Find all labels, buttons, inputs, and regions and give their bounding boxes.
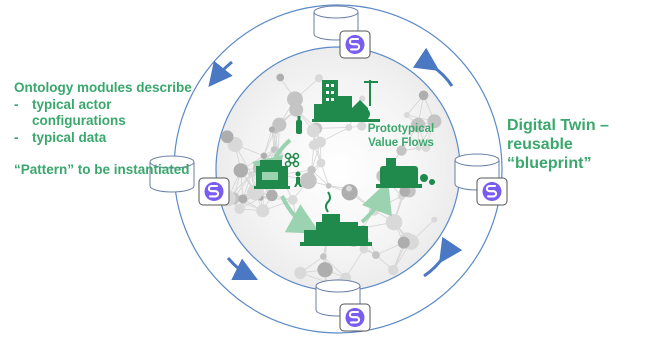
network-node — [415, 145, 422, 151]
s-logo-badge-icon — [339, 303, 371, 332]
network-node — [248, 171, 255, 178]
database-cylinder-icon — [149, 155, 195, 193]
network-node — [289, 102, 304, 117]
network-node — [403, 112, 410, 119]
network-node — [399, 186, 411, 197]
database-left — [149, 155, 230, 206]
network-node — [345, 185, 352, 192]
s-logo-badge-icon — [198, 177, 230, 206]
network-node — [307, 165, 316, 175]
network-node — [300, 172, 317, 190]
network-node — [418, 90, 429, 101]
pattern-note: “Pattern” to be instantiated — [14, 162, 190, 177]
network-node — [294, 266, 307, 279]
network-node — [388, 264, 399, 276]
database-right — [454, 153, 508, 206]
network-node — [325, 182, 332, 189]
network-node — [220, 130, 234, 144]
database-bottom — [315, 279, 371, 332]
list-item-text: typical data — [32, 129, 107, 145]
network-node — [260, 152, 268, 159]
network-node — [320, 253, 327, 260]
energy-box-icon — [254, 160, 290, 189]
network-node — [256, 204, 270, 218]
network-node — [234, 203, 245, 215]
list-bullet: - — [14, 96, 19, 112]
list-bullet: - — [14, 129, 19, 145]
s-logo-badge-icon — [476, 177, 508, 206]
network-node — [306, 124, 320, 138]
network-node — [359, 244, 369, 254]
ontology-heading: Ontology modules describe — [14, 80, 192, 95]
network-node — [266, 189, 278, 202]
network-node — [287, 194, 298, 205]
list-item: -typical actor configurations — [14, 97, 204, 130]
flow-arrow-bottom-left — [280, 195, 321, 234]
network-node — [359, 95, 366, 102]
network-node — [272, 117, 287, 132]
person-icon — [294, 171, 302, 187]
network-edge — [263, 129, 273, 156]
ring-arrow-bottom-right — [423, 236, 463, 278]
network-node — [316, 158, 326, 168]
network-node — [372, 251, 380, 259]
network-node — [238, 194, 248, 204]
city-buildings-icon — [312, 80, 380, 122]
value-flows-label: Prototypical Value Flows — [367, 123, 435, 149]
network-node — [385, 213, 403, 231]
digital-twin-title: Digital Twin – reusable “blueprint” — [507, 117, 609, 172]
network-node — [427, 114, 442, 129]
network-node — [397, 236, 410, 249]
factory-machine-icon — [376, 158, 435, 188]
ring-arrow-top-right — [412, 47, 454, 87]
flower-icon — [284, 152, 300, 168]
network-node — [341, 184, 358, 201]
network-node — [276, 73, 285, 82]
network-node — [431, 216, 438, 223]
flow-arrow-bottom-right — [360, 180, 392, 224]
network-node — [268, 126, 275, 133]
list-item-text: typical actor configurations — [32, 96, 126, 129]
network-edge — [345, 248, 365, 279]
s-logo-badge-icon — [339, 30, 371, 59]
ontology-list: -typical actor configurations -typical d… — [14, 97, 204, 147]
processing-plant-icon — [300, 191, 372, 246]
bottle-icon — [296, 116, 302, 134]
list-item: -typical data — [14, 130, 204, 147]
network-node — [410, 117, 426, 133]
ring-arrow-top-left — [208, 60, 233, 88]
database-top — [313, 5, 371, 59]
network-node — [233, 163, 248, 178]
network-node — [345, 124, 353, 131]
network-node — [357, 121, 367, 131]
network-node — [317, 262, 333, 278]
network-edge — [260, 197, 293, 201]
network-node — [308, 140, 319, 150]
network-node — [314, 74, 323, 83]
ring-arrow-bottom-left — [226, 257, 259, 281]
ontology-description: Ontology modules describe -typical actor… — [14, 80, 204, 179]
network-node — [421, 142, 431, 152]
network-node — [396, 145, 407, 156]
